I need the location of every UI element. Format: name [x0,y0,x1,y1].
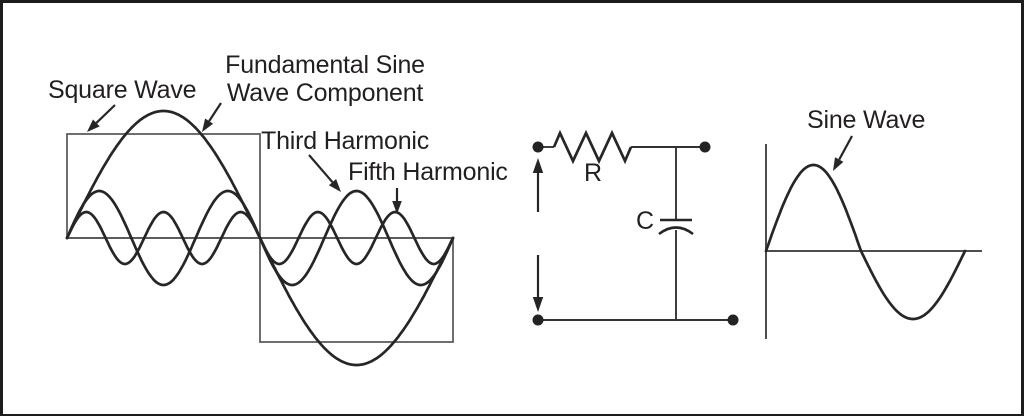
square-wave-label: Square Wave [48,76,197,104]
arrow-head [202,118,214,132]
arrow-head [532,158,544,173]
rc-filter-circuit [532,129,739,326]
fundamental-arrow [202,102,222,132]
harmonic-curves [65,109,455,367]
fifth-harmonic-arrow [392,188,402,214]
arrow-shaft [838,135,853,161]
fundamental-label: Fundamental Sine Wave Component [225,51,425,107]
resistor-label: R [584,159,602,187]
capacitor-icon [658,218,694,236]
fifth-harmonic-label: Fifth Harmonic [348,158,508,186]
arrow-shaft [208,102,222,122]
arrow-head [87,119,100,132]
arrow-shaft [308,154,334,183]
output-sine-curve [764,163,967,321]
terminal-dot-top-left [532,141,544,153]
third-harmonic-arrow [308,154,341,192]
third-harmonic-label: Third Harmonic [261,127,430,155]
arrow-head [833,157,844,171]
output-sine-panel [764,144,982,339]
diagram-canvas [65,102,982,367]
arrow-head [328,179,341,192]
fifth-harmonic-curve [65,210,455,266]
terminal-dot-bottom-left [532,314,544,326]
sine-wave-arrow [833,135,853,171]
capacitor-label: C [636,207,654,235]
input-down-arrow [532,255,544,312]
input-up-arrow [532,158,544,212]
terminal-dot-bottom-right [727,314,739,326]
arrow-head [392,201,402,214]
square-negative-half [259,237,454,343]
output-sine-path [764,163,967,321]
terminal-dot-top-right [699,141,711,153]
square-wave-arrow [87,104,116,132]
resistor-icon [552,129,633,165]
square-positive-half [66,133,261,239]
arrow-head [532,297,544,312]
arrow-shaft [95,104,116,124]
sine-wave-label: Sine Wave [807,106,926,134]
